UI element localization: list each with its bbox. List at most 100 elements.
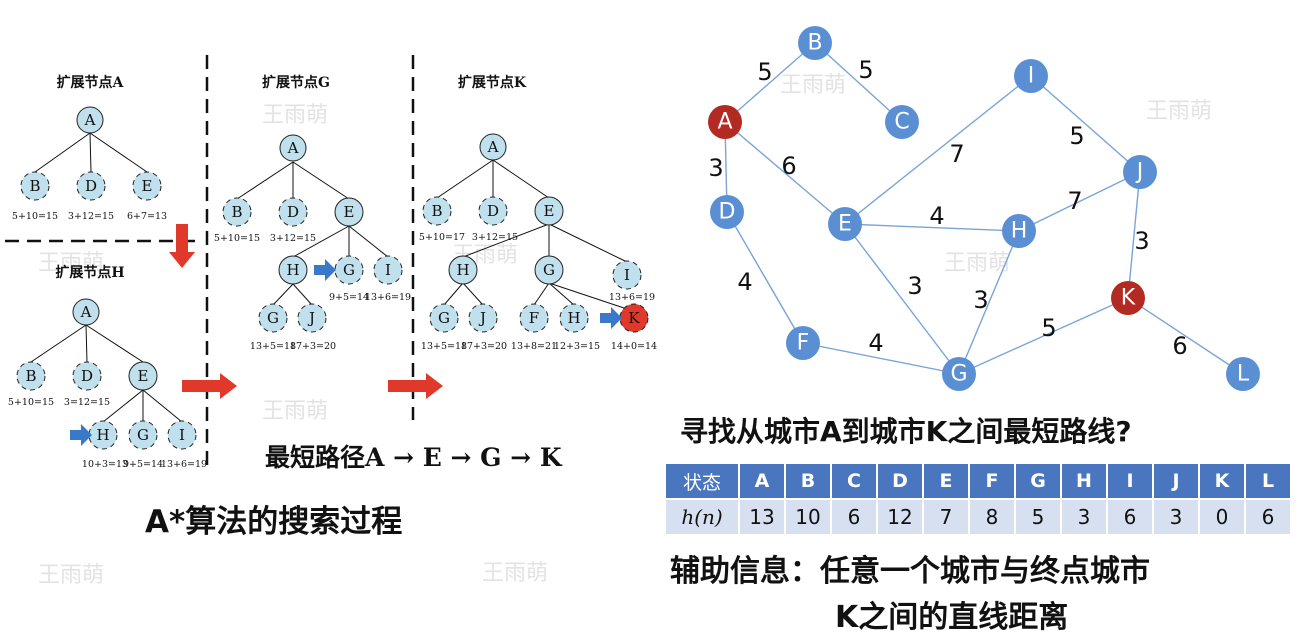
svg-text:B: B — [231, 203, 242, 221]
svg-text:A: A — [80, 303, 92, 321]
table-header-cell: G — [1016, 464, 1060, 498]
arrow-down-icon — [169, 224, 195, 268]
table-cell: 7 — [924, 500, 968, 534]
table-header-cell: J — [1154, 464, 1198, 498]
node-value: 9+5=14 — [329, 292, 369, 303]
svg-text:E: E — [142, 177, 153, 195]
watermark: 王雨萌 — [38, 563, 104, 588]
svg-text:D: D — [287, 203, 299, 221]
edge-weight: 5 — [858, 56, 873, 84]
tree-expand-g: 扩展节点G A B D E H G I G J 5+10=15 3+12=15 … — [214, 74, 411, 352]
node-value: 13+5=18 — [250, 341, 296, 352]
node-value: 13+6=19 — [161, 459, 207, 470]
svg-text:D: D — [719, 200, 736, 225]
graph-nodes: B C A D E F G H I J K L — [708, 26, 1260, 391]
city-node — [885, 105, 919, 139]
table-header-cell: A — [740, 464, 784, 498]
svg-text:B: B — [807, 31, 822, 56]
watermark: 王雨萌 — [38, 251, 104, 276]
table-cell: 12 — [878, 500, 922, 534]
table-cell: 8 — [970, 500, 1014, 534]
svg-text:G: G — [343, 261, 355, 279]
left-caption: A*算法的搜索过程 — [145, 504, 403, 540]
node-value: 3+12=15 — [472, 232, 518, 243]
table-header-cell: L — [1246, 464, 1290, 498]
table-header-cell: H — [1062, 464, 1106, 498]
watermark: 王雨萌 — [482, 561, 548, 586]
tree-node — [76, 171, 106, 201]
edge-weight: 7 — [1067, 187, 1082, 215]
watermark: 王雨萌 — [262, 399, 328, 424]
edge-weight: 5 — [1069, 122, 1084, 150]
node-value: 6+7=13 — [127, 211, 167, 222]
city-node — [828, 207, 862, 241]
svg-text:B: B — [431, 202, 442, 220]
city-node — [786, 326, 820, 360]
svg-text:H: H — [96, 426, 109, 444]
table-header-cell: K — [1200, 464, 1244, 498]
city-graph: 5 5 3 6 4 7 4 3 4 3 7 5 3 5 6 B C A D E — [708, 26, 1260, 391]
svg-text:G: G — [950, 362, 967, 387]
svg-text:G: G — [438, 309, 450, 327]
node-value: 5+10=15 — [8, 397, 54, 408]
tree-expand-a: 扩展节点A A B D E 5+10=15 3+12=15 6+7=13 — [12, 74, 167, 222]
svg-text:D: D — [85, 177, 97, 195]
table-cell: 3 — [1062, 500, 1106, 534]
node-value: 9+5=14 — [123, 459, 163, 470]
arrow-right-icon — [600, 307, 622, 329]
node-value: 13+6=19 — [365, 292, 411, 303]
svg-text:I: I — [385, 261, 391, 279]
svg-text:G: G — [543, 261, 555, 279]
aux-info-line2: K之间的直线距离 — [835, 600, 1069, 635]
table-header-cell: B — [786, 464, 830, 498]
edge-weight: 5 — [757, 58, 772, 86]
edge-weight: 6 — [1172, 332, 1187, 360]
node-value: 14+0=14 — [611, 341, 657, 352]
city-node — [942, 357, 976, 391]
node-value: 10+3=13 — [82, 459, 128, 470]
table-cell: 6 — [832, 500, 876, 534]
goal-node — [619, 303, 649, 333]
table-row: h(n) 13 10 6 12 7 8 5 3 6 3 0 6 — [666, 500, 1290, 534]
svg-text:E: E — [344, 203, 355, 221]
edge-weight: 6 — [781, 152, 796, 180]
step-title: 扩展节点H — [55, 264, 124, 281]
svg-text:I: I — [179, 426, 185, 444]
tree-expand-h: 扩展节点H A B D E H G I 5+10=15 3=12=15 10+3… — [8, 264, 207, 470]
table-header-cell: I — [1108, 464, 1152, 498]
table-cell: 0 — [1200, 500, 1244, 534]
svg-text:E: E — [138, 367, 149, 385]
node-value: 13+5=18 — [421, 341, 467, 352]
svg-text:H: H — [1011, 219, 1028, 244]
table-cell: 5 — [1016, 500, 1060, 534]
svg-text:A: A — [287, 139, 299, 157]
svg-text:I: I — [624, 266, 630, 284]
node-value: 5+10=15 — [12, 211, 58, 222]
city-node — [1014, 59, 1048, 93]
edge-weight: 3 — [973, 286, 988, 314]
graph-weights: 5 5 3 6 4 7 4 3 4 3 7 5 3 5 6 — [708, 56, 1187, 360]
tree-node — [132, 171, 162, 201]
edge-weight: 4 — [929, 202, 944, 230]
city-node — [1123, 155, 1157, 189]
table-header-row: 状态 A B C D E F G H I J K L — [666, 464, 1290, 498]
svg-text:J: J — [1135, 160, 1144, 185]
edge-weight: 3 — [907, 272, 922, 300]
tree-node — [76, 106, 104, 134]
arrow-right-icon — [70, 424, 92, 446]
heuristic-table: 状态 A B C D E F G H I J K L h(n) 13 10 6 … — [664, 462, 1292, 536]
edge-weight: 3 — [1134, 227, 1149, 255]
aux-info-line1: 辅助信息：任意一个城市与终点城市 — [670, 554, 1150, 589]
svg-text:B: B — [29, 177, 40, 195]
svg-text:G: G — [137, 426, 149, 444]
watermarks: 王雨萌 王雨萌 王雨萌 王雨萌 王雨萌 王雨萌 王雨萌 王雨萌 王雨萌 — [38, 73, 1212, 588]
svg-text:D: D — [81, 367, 93, 385]
city-node — [710, 195, 744, 229]
city-node — [1226, 357, 1260, 391]
node-value: 3=12=15 — [64, 397, 110, 408]
table-header-cell: C — [832, 464, 876, 498]
node-value: 5+10=17 — [419, 232, 465, 243]
city-node-goal — [1111, 281, 1145, 315]
node-value: 3+12=15 — [270, 233, 316, 244]
svg-text:H: H — [456, 261, 469, 279]
